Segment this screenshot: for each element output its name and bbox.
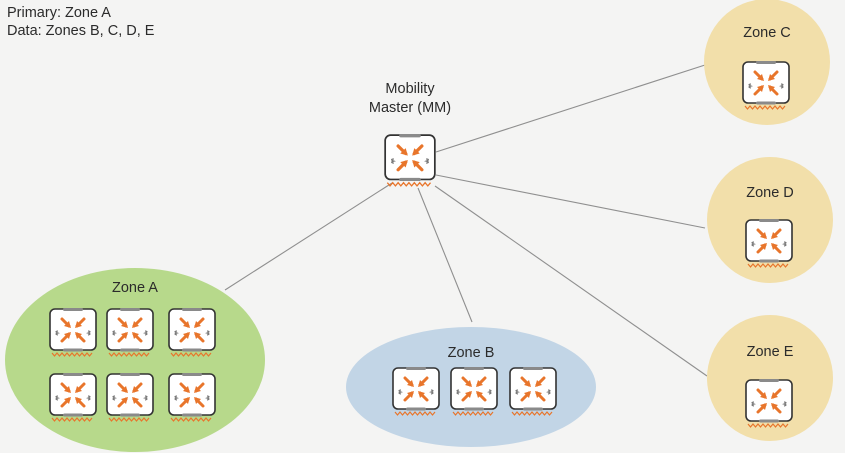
controller-icon (744, 378, 794, 428)
zone-b-label: Zone B (448, 345, 495, 361)
zones: Zone A Zone B Zone C Zone D Zone E (5, 0, 833, 452)
zone-c-label: Zone C (743, 25, 791, 41)
controller-icon (391, 366, 441, 416)
legend-data: Data: Zones B, C, D, E (7, 23, 155, 39)
link-mm-zone-e (434, 185, 708, 377)
mobility-master-label-line1: Mobility (385, 81, 435, 97)
controller-icon (744, 218, 794, 268)
controller-icon (167, 372, 217, 422)
mobility-master-label-line2: Master (MM) (368, 100, 452, 116)
legend: Primary: Zone A Data: Zones B, C, D, E (7, 4, 154, 40)
controller-icon (105, 372, 155, 422)
zone-c: Zone C (704, 0, 830, 125)
controller-icon (48, 307, 98, 357)
zone-e-area (707, 315, 833, 441)
controller-icon (741, 60, 791, 110)
zone-e-label: Zone E (747, 344, 794, 360)
controller-icon (105, 307, 155, 357)
controller-icon (449, 366, 499, 416)
mobility-master-label: Mobility Master (MM) (345, 80, 475, 118)
controller-icon (167, 307, 217, 357)
zone-d: Zone D (707, 157, 833, 283)
zone-a-label: Zone A (112, 280, 158, 296)
link-mm-zone-d (435, 174, 706, 229)
zone-d-label: Zone D (746, 185, 794, 201)
zone-b: Zone B (346, 327, 596, 447)
zone-a: Zone A (5, 268, 265, 452)
controller-icon (508, 366, 558, 416)
controller-icon (48, 372, 98, 422)
zone-e: Zone E (707, 315, 833, 441)
link-mm-zone-c (435, 64, 706, 153)
mobility-master (383, 133, 437, 187)
links (224, 64, 708, 377)
controller-icon (383, 133, 437, 187)
legend-primary: Primary: Zone A (7, 5, 111, 21)
link-mm-zone-b (417, 187, 473, 323)
link-mm-zone-a (224, 182, 393, 291)
